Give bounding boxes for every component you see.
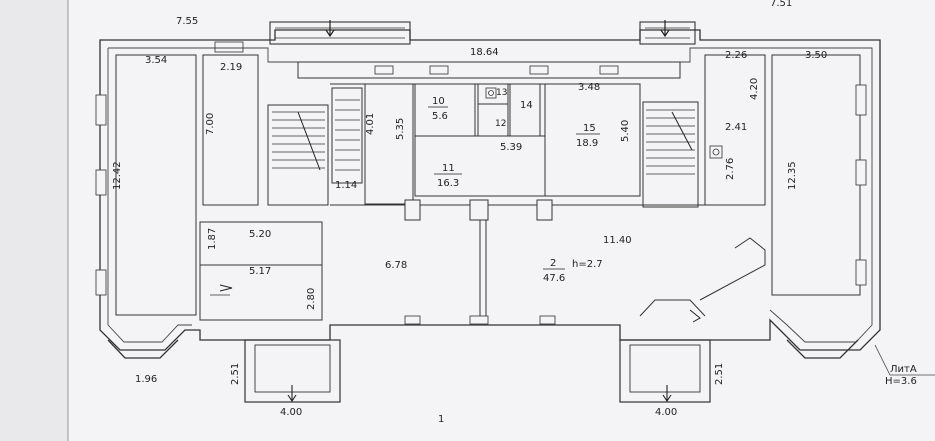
- height-label: H=3.6: [885, 376, 917, 387]
- room-12-number: 12: [495, 119, 506, 129]
- dim-top-left: 7.55: [176, 16, 198, 27]
- bay-windows: [107, 339, 859, 359]
- dim-4-01: 4.01: [365, 113, 376, 135]
- dim-1-14: 1.14: [335, 180, 357, 191]
- dim-room-left-small: 2.19: [220, 62, 242, 73]
- porch-right: [619, 339, 711, 403]
- paper-sheet: [68, 0, 935, 441]
- dim-porch-right-depth: 2.51: [714, 363, 725, 385]
- dim-porch-left-depth: 2.51: [230, 363, 241, 385]
- dim-porch-left-width: 4.00: [280, 407, 302, 418]
- dim-7-00: 7.00: [205, 113, 216, 135]
- dim-5-20: 5.20: [249, 229, 271, 240]
- dim-2-76: 2.76: [725, 158, 736, 180]
- right-stairs: [642, 101, 699, 208]
- central-rooms: [364, 83, 641, 205]
- room-13-number: 13: [496, 88, 507, 98]
- dim-room-right-small: 2.26: [725, 50, 747, 61]
- dim-top-right: 7.51: [770, 0, 792, 9]
- room-10-area: 5.6: [432, 111, 448, 122]
- room-14-number: 14: [520, 100, 533, 111]
- windows: [95, 65, 867, 325]
- dim-4-20: 4.20: [749, 78, 760, 100]
- axis-label: ЛитА: [890, 364, 917, 375]
- top-vents: [269, 20, 696, 45]
- dim-6-78: 6.78: [385, 260, 407, 271]
- room-15-number: 15: [583, 123, 596, 134]
- dim-porch-right-width: 4.00: [655, 407, 677, 418]
- page-number: 1: [438, 414, 444, 425]
- hall-structure: [330, 199, 766, 323]
- left-room: [115, 41, 259, 316]
- dim-1-87: 1.87: [207, 228, 218, 250]
- left-stairs: [267, 87, 363, 206]
- dim-right-height: 12.35: [787, 161, 798, 190]
- dim-11-40: 11.40: [603, 235, 632, 246]
- room-15-area: 18.9: [576, 138, 598, 149]
- lower-left-rooms: [199, 221, 323, 321]
- axis-marker: [874, 344, 935, 376]
- dim-left-height: 12.42: [112, 161, 123, 190]
- dim-bottom-left: 1.96: [135, 374, 157, 385]
- room-11-number: 11: [442, 163, 455, 174]
- porch-left: [244, 339, 341, 403]
- dim-corridor: 18.64: [470, 47, 499, 58]
- dim-5-39: 5.39: [500, 142, 522, 153]
- dim-3-48: 3.48: [578, 82, 600, 93]
- misc-labels: ЛитА H=3.6 1: [438, 364, 917, 425]
- dim-5-35: 5.35: [395, 118, 406, 140]
- outer-walls: [99, 29, 881, 351]
- room-2-height: h=2.7: [572, 259, 603, 270]
- dim-5-40: 5.40: [620, 120, 631, 142]
- room-labels: 10 5.6 11 16.3 12 13 14 15 18.9 2 47.6 h…: [428, 88, 603, 284]
- room-2-number: 2: [550, 258, 556, 269]
- dim-room-right-width: 3.50: [805, 50, 827, 61]
- room-2-area: 47.6: [543, 273, 565, 284]
- dim-5-17: 5.17: [249, 266, 271, 277]
- dimension-labels: 7.55 7.51 18.64 3.54 2.19 2.26 3.50 12.4…: [112, 0, 827, 418]
- room-10-number: 10: [432, 96, 445, 107]
- room-11-area: 16.3: [437, 178, 459, 189]
- dim-2-41: 2.41: [725, 122, 747, 133]
- dim-2-80: 2.80: [306, 288, 317, 310]
- dim-room-left-width: 3.54: [145, 55, 167, 66]
